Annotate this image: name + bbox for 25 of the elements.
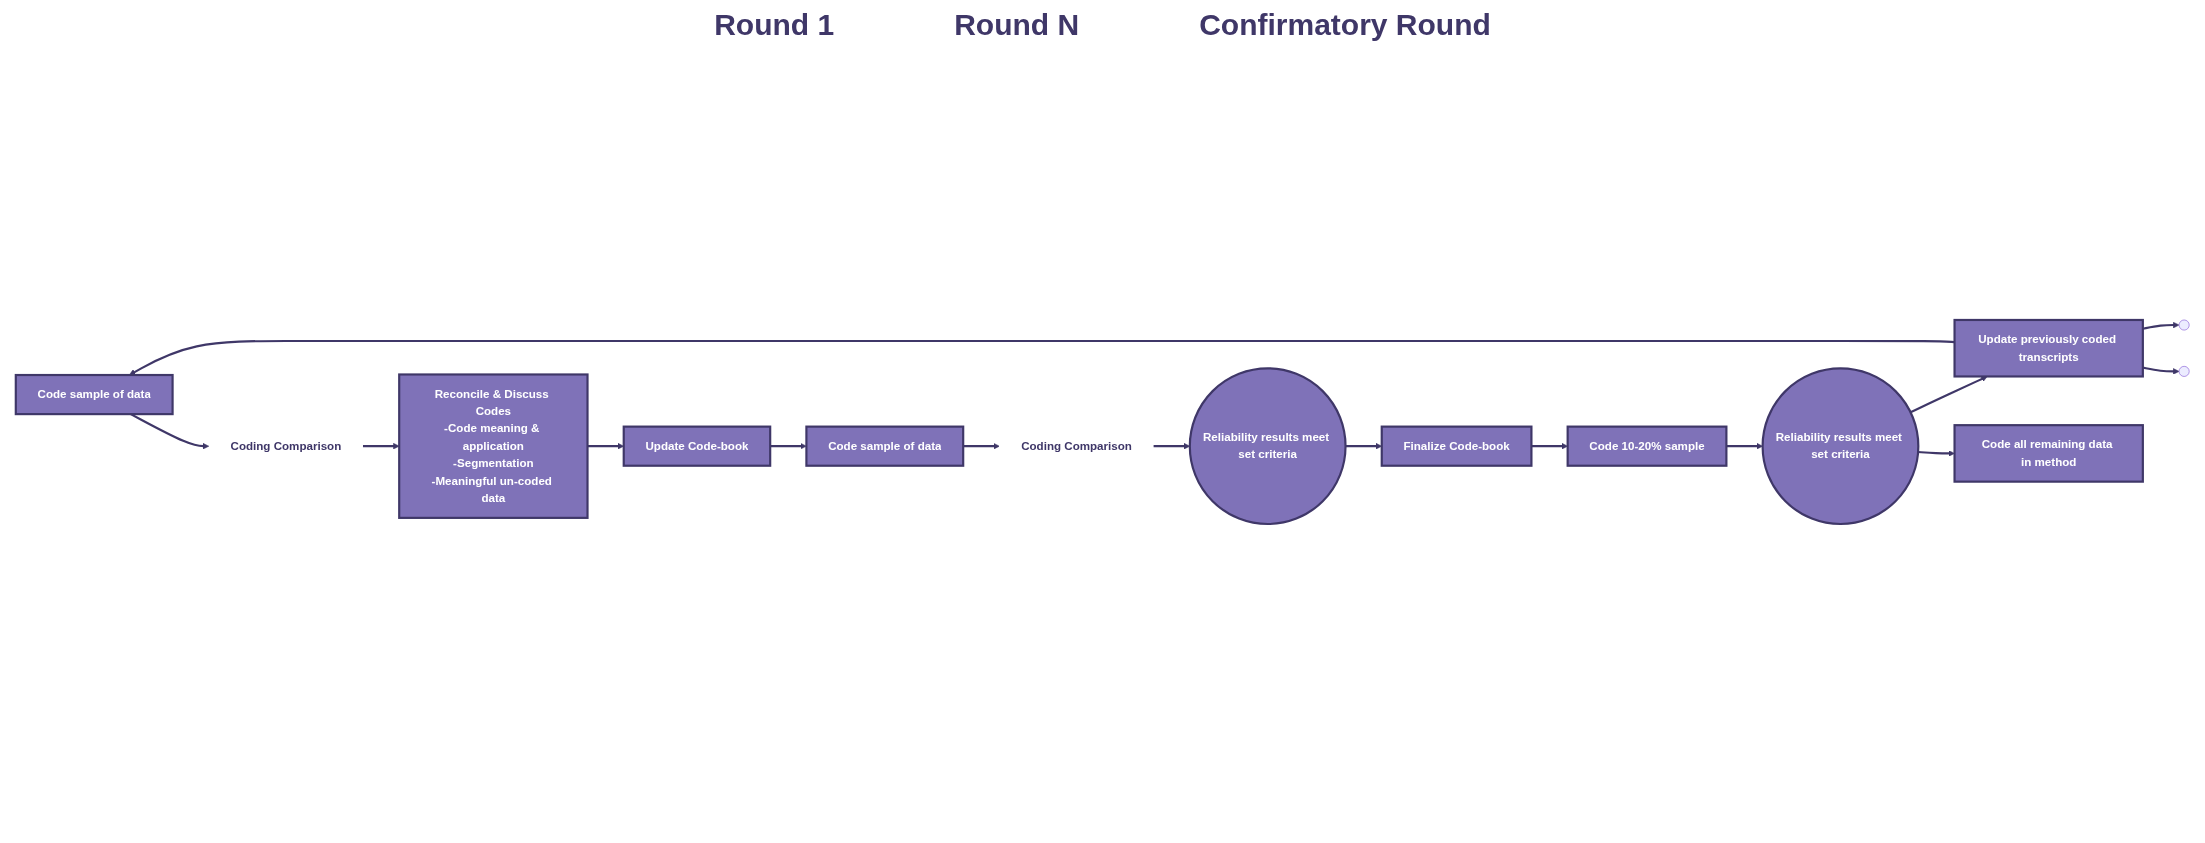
arrow xyxy=(1918,450,1955,457)
arrow xyxy=(2142,366,2180,375)
node-circle: Reliability results meet set criteria xyxy=(1188,367,1347,526)
arrow xyxy=(129,339,1955,376)
node-circle: Reliability results meet set criteria xyxy=(1761,367,1920,526)
round-heading: Round 1 xyxy=(714,8,835,42)
node-box: Code sample of data xyxy=(805,425,965,467)
node-box: Finalize Code-book xyxy=(1380,425,1533,467)
round-heading: Round N xyxy=(954,8,1080,42)
node-box: Update Code-book xyxy=(622,425,772,467)
arrow xyxy=(770,443,807,450)
node-text: Coding Comparison xyxy=(230,439,342,452)
node-box: Code sample of data xyxy=(14,373,174,416)
arrow xyxy=(587,443,624,450)
node-box: Reconcile & Discuss Codes -Code meaning & application -Segmentation -Meaningful un-coded data xyxy=(398,373,589,519)
node-text: Coding Comparison xyxy=(1021,439,1132,452)
arrow xyxy=(1531,443,1568,450)
arrow xyxy=(363,443,400,450)
round-heading: Confirmatory Round xyxy=(1199,8,1491,42)
node-box: Update previously coded transcripts xyxy=(1953,318,2144,378)
arrow xyxy=(2142,321,2180,330)
node-box: Code 10-20% sample xyxy=(1566,425,1728,467)
arrow xyxy=(963,443,1000,450)
node-box: Code all remaining data in method xyxy=(1953,424,2144,483)
arrow xyxy=(1726,443,1763,450)
